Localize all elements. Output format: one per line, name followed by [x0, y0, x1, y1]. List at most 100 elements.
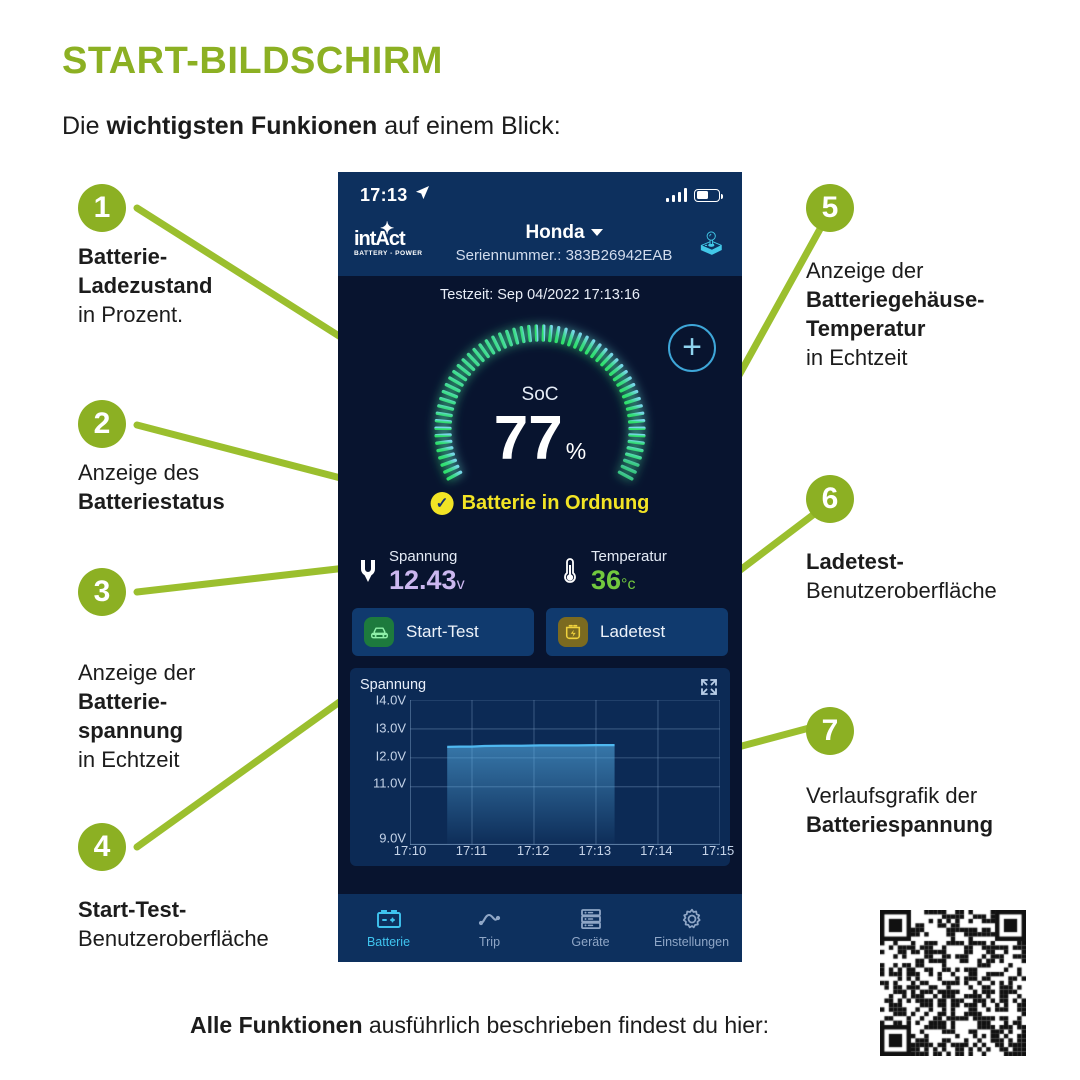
nav-label-geraete: Geräte	[571, 934, 610, 949]
callout-badge-6: 6	[806, 475, 854, 523]
callout-1-bold: Batterie- Ladezustand	[78, 244, 213, 299]
voltage-icon	[356, 558, 380, 584]
soc-value: 77%	[494, 408, 586, 470]
chart-y-tick: 9.0V	[379, 830, 406, 846]
chart-y-tick: I4.0V	[375, 692, 406, 708]
voltage-line-chart	[410, 700, 720, 845]
location-arrow-icon	[415, 185, 430, 205]
soc-label: SoC	[521, 384, 559, 405]
callout-3-intro: Anzeige der	[78, 660, 196, 685]
chart-x-tick: 17:13	[578, 843, 612, 859]
soc-gauge	[434, 324, 646, 481]
chart-x-tick: 17:14	[640, 843, 673, 859]
ios-status-bar: 17:13	[338, 172, 742, 218]
callout-badge-5: 5	[806, 184, 854, 232]
stats-row: Spannung 12.43v Temperatur 36°c	[338, 540, 742, 600]
serial-number: Seriennummer.: 383B26942EAB	[455, 247, 673, 264]
nav-item-einstellungen[interactable]: Einstellungen	[641, 908, 742, 949]
start-test-button[interactable]: Start-Test	[352, 608, 534, 657]
gear-icon	[682, 908, 701, 928]
callout-5-intro: Anzeige der	[806, 258, 924, 283]
chart-x-tick: 17:15	[701, 843, 735, 859]
chart-x-tick: 17:11	[455, 843, 488, 859]
chevron-down-icon	[590, 229, 603, 237]
soc-number: 77	[493, 404, 563, 473]
callout-4-rest: Benutzeroberfläche	[78, 926, 269, 952]
chart-title: Spannung	[360, 677, 427, 694]
stat-voltage-value: 12.43	[389, 565, 457, 595]
ladetest-label: Ladetest	[600, 622, 666, 642]
bottom-navigation: Batterie Trip Geräte Einste	[338, 894, 742, 962]
action-buttons-row: Start-Test Ladetest	[338, 600, 742, 668]
nav-item-batterie[interactable]: Batterie	[338, 908, 439, 949]
stat-voltage-label: Spannung	[389, 548, 458, 565]
callout-badge-2: 2	[78, 400, 126, 448]
callout-badge-4: 4	[78, 823, 126, 871]
chart-y-tick: I3.0V	[375, 720, 406, 736]
callout-6: 6 Ladetest- Benutzeroberfläche	[806, 475, 1056, 605]
callout-5-bold: Batteriegehäuse- Temperatur	[806, 287, 985, 342]
page-subtitle: Die wichtigsten Funkionen auf einem Blic…	[62, 112, 561, 141]
footer-bold: Alle Funktionen	[190, 1012, 363, 1038]
callout-7-intro: Verlaufsgrafik der	[806, 783, 978, 808]
battery-nav-icon	[376, 909, 401, 928]
callout-7-bold: Batteriespannung	[806, 812, 994, 838]
chart-y-tick: 11.0V	[372, 775, 406, 791]
start-test-label: Start-Test	[406, 622, 479, 642]
charge-battery-icon	[558, 617, 588, 648]
cellular-signal-icon	[665, 188, 687, 202]
callout-2-bold: Batteriestatus	[78, 489, 225, 515]
stat-temperature-unit: °c	[621, 576, 636, 593]
battery-status-label: Batterie in Ordnung	[461, 492, 650, 514]
thermometer-icon	[558, 558, 582, 584]
test-time-label: Testzeit: Sep 04/2022 17:13:16	[338, 276, 742, 312]
logo-tagline: BATTERY - POWER	[354, 250, 423, 257]
vehicle-name-label: Honda	[525, 222, 585, 243]
callout-5-rest: in Echtzeit	[806, 345, 908, 371]
battery-icon	[694, 188, 723, 202]
nav-label-trip: Trip	[478, 934, 501, 949]
plus-circle-icon[interactable]: +	[668, 324, 716, 372]
nav-label-einstellungen: Einstellungen	[653, 934, 730, 949]
ladetest-button[interactable]: Ladetest	[546, 608, 728, 657]
subtitle-pre: Die	[62, 112, 107, 140]
stat-voltage-unit: v	[456, 576, 465, 593]
car-icon	[364, 617, 394, 648]
nav-label-batterie: Batterie	[366, 934, 411, 949]
check-circle-icon: ✓	[430, 492, 454, 515]
intact-logo: intAct ✦ BATTERY - POWER	[354, 220, 432, 257]
nav-item-trip[interactable]: Trip	[439, 908, 540, 949]
callout-2: 2 Anzeige des Batteriestatus	[78, 400, 308, 516]
callout-badge-1: 1	[78, 184, 126, 232]
callout-1: 1 Batterie- Ladezustand in Prozent.	[78, 184, 308, 329]
battery-status: ✓ Batterie in Ordnung	[430, 492, 650, 515]
devices-icon	[580, 908, 601, 929]
stat-temperature: Temperatur 36°c	[540, 548, 742, 594]
logo-wordmark: intAct	[354, 228, 406, 250]
callout-4: 4 Start-Test- Benutzeroberfläche	[78, 823, 328, 953]
stat-temperature-value: 36	[591, 565, 622, 595]
vehicle-selector[interactable]: Honda	[432, 222, 696, 244]
callout-2-intro: Anzeige des	[78, 460, 200, 485]
callout-6-bold: Ladetest-	[806, 549, 904, 574]
callout-6-rest: Benutzeroberfläche	[806, 578, 997, 604]
expand-fullscreen-icon[interactable]	[700, 678, 718, 696]
callout-5: 5 Anzeige der Batteriegehäuse- Temperatu…	[806, 184, 1056, 372]
qr-code[interactable]	[880, 910, 1026, 1056]
page-footer-text: Alle Funktionen ausführlich beschrieben …	[190, 1012, 769, 1039]
nav-item-geraete[interactable]: Geräte	[540, 908, 641, 949]
callout-badge-7: 7	[806, 707, 854, 755]
phone-screenshot: 17:13 intAct ✦ BATTERY - POWER Honda Ser…	[338, 172, 742, 962]
callout-3: 3 Anzeige der Batterie- spannung in Echt…	[78, 568, 308, 774]
footer-post: ausführlich beschrieben findest du hier:	[362, 1012, 770, 1038]
stat-temperature-label: Temperatur	[591, 548, 667, 565]
bluetooth-icon[interactable]: 🕹	[696, 229, 726, 256]
subtitle-post: auf einem Blick:	[377, 112, 561, 140]
stat-voltage: Spannung 12.43v	[338, 548, 540, 594]
soc-unit: %	[565, 438, 587, 464]
chart-x-tick: 17:10	[393, 843, 427, 859]
callout-badge-3: 3	[78, 568, 126, 616]
trip-wave-icon	[478, 913, 500, 925]
